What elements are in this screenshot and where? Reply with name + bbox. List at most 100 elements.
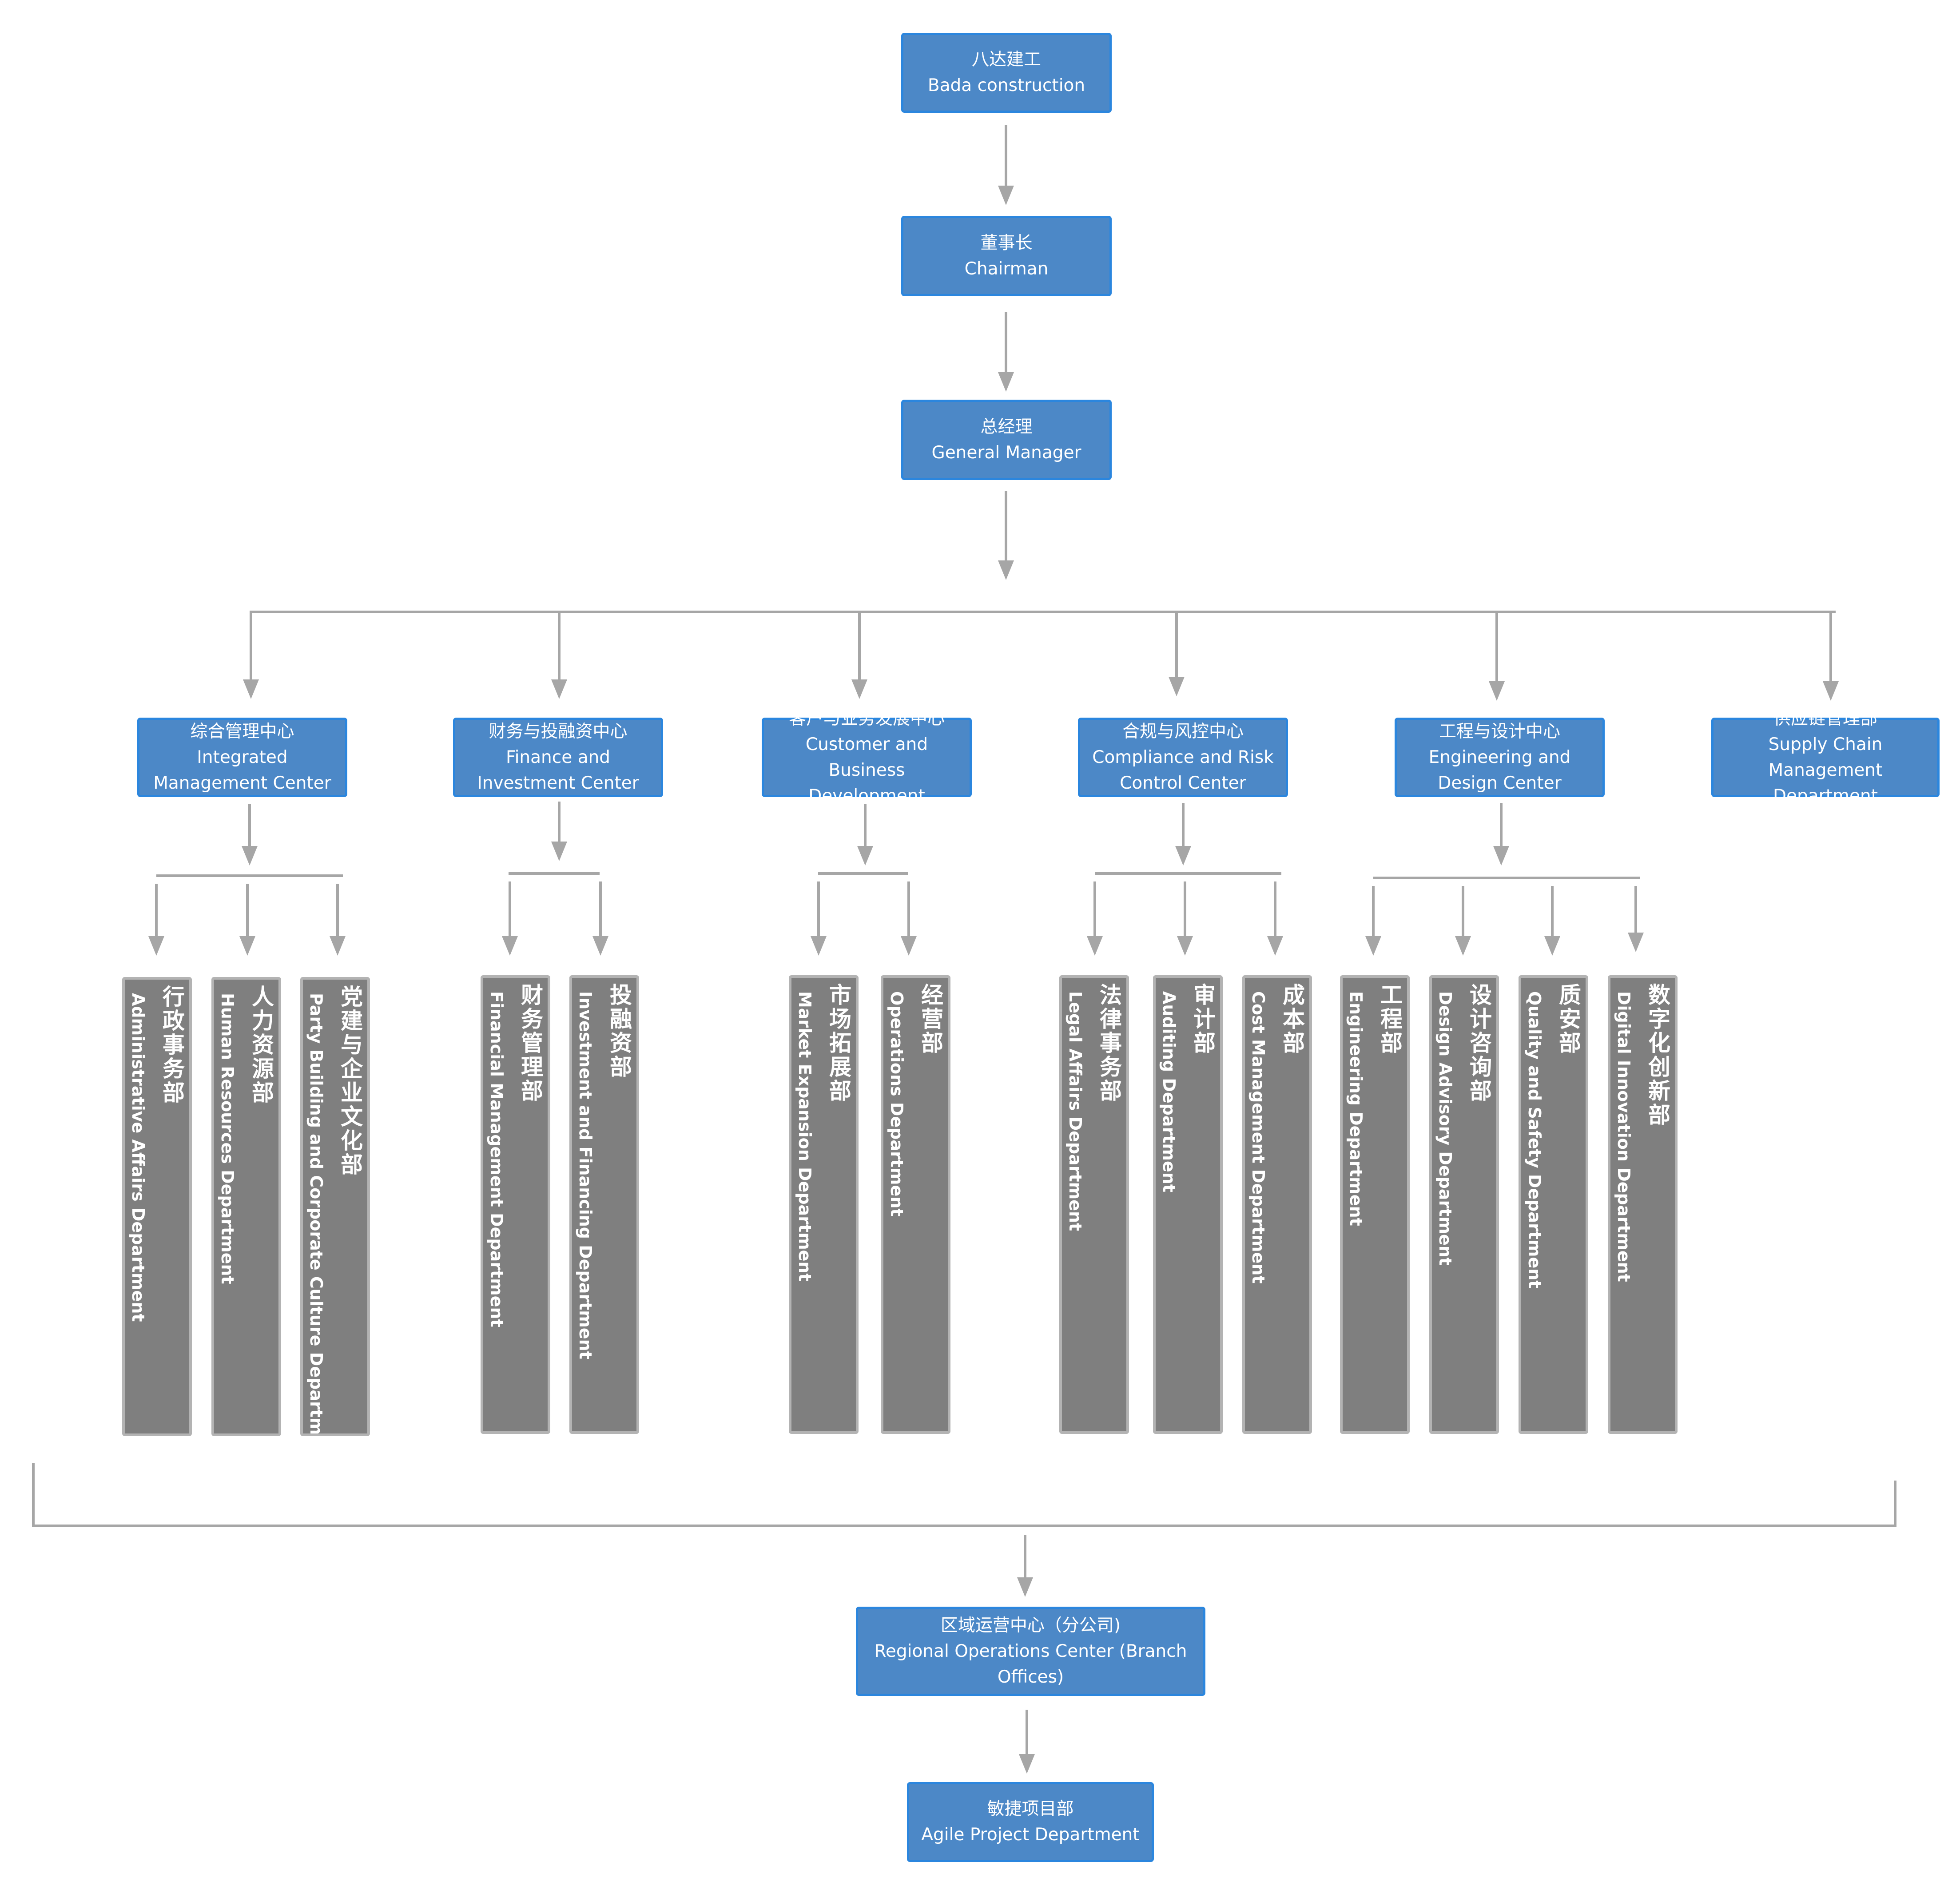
- center-name-en: Investment Center: [477, 773, 639, 793]
- dept-name-en: Digital Innovation Department: [1614, 991, 1634, 1282]
- arrowhead: [243, 679, 259, 699]
- center-name-en: Design Center: [1438, 773, 1562, 793]
- dept-operations: 经营部 Operations Department: [881, 975, 950, 1434]
- dept-name-en: Quality and Safety Department: [1525, 991, 1544, 1289]
- dept-name-en: Cost Management Department: [1248, 991, 1268, 1284]
- dept-name-zh: 投融资部: [606, 983, 632, 1079]
- regional-name-en: Regional Operations Center (Branch: [874, 1641, 1187, 1661]
- dept-name-en: Market Expansion Department: [795, 991, 815, 1282]
- center-name-zh: 工程与设计中心: [1439, 721, 1560, 742]
- dept-name-en: Investment and Financing Department: [576, 991, 595, 1359]
- arrowhead: [502, 936, 518, 956]
- dept-name-en: Party Building and Corporate Culture Dep…: [306, 993, 326, 1436]
- arrowhead: [1017, 1577, 1033, 1597]
- arrowhead: [1544, 936, 1560, 956]
- arrowhead: [811, 936, 827, 956]
- dept-financial-management: 财务管理部 Financial Management Department: [481, 975, 550, 1434]
- arrowhead: [1177, 936, 1193, 956]
- dept-name-zh: 市场拓展部: [826, 983, 851, 1103]
- arrowhead: [998, 560, 1014, 580]
- dept-quality-safety: 质安部 Quality and Safety Department: [1519, 975, 1588, 1434]
- center-name-en: Management Center: [153, 773, 331, 793]
- arrowhead: [1019, 1754, 1035, 1774]
- dept-name-zh: 设计咨询部: [1466, 983, 1492, 1103]
- dept-name-en: Financial Management Department: [487, 991, 506, 1327]
- dept-name-zh: 工程部: [1377, 983, 1403, 1055]
- arrowhead: [851, 679, 867, 699]
- dept-name-en: Design Advisory Department: [1435, 991, 1455, 1266]
- dept-design-advisory: 设计咨询部 Design Advisory Department: [1429, 975, 1499, 1434]
- gm-title-en: General Manager: [931, 442, 1081, 463]
- arrowhead: [1365, 936, 1381, 956]
- arrowhead: [1489, 681, 1505, 701]
- regional-name-en: Offices): [997, 1667, 1064, 1687]
- center-name-en: Customer and: [805, 734, 928, 754]
- center-name-en: Management Department: [1768, 760, 1883, 806]
- center-node-engineering-design: 工程与设计中心 Engineering and Design Center: [1395, 718, 1605, 797]
- dept-investment-financing: 投融资部 Investment and Financing Department: [569, 975, 639, 1434]
- dept-name-en: Auditing Department: [1159, 991, 1179, 1193]
- arrowhead: [1628, 933, 1644, 952]
- dept-party-building-culture: 党建与企业文化部 Party Building and Corporate Cu…: [300, 977, 370, 1436]
- center-name-zh: 合规与风控中心: [1122, 721, 1244, 742]
- center-node-compliance-risk: 合规与风控中心 Compliance and Risk Control Cent…: [1078, 718, 1288, 797]
- agile-name-zh: 敏捷项目部: [987, 1799, 1074, 1819]
- center-node-supply-chain: 供应链管理部 Supply Chain Management Departmen…: [1711, 709, 1940, 806]
- center-name-zh: 供应链管理部: [1773, 708, 1877, 729]
- dept-name-en: Human Resources Department: [218, 993, 237, 1284]
- arrowhead: [592, 936, 608, 956]
- center-node-integrated-management: 综合管理中心 Integrated Management Center: [137, 718, 347, 797]
- arrowhead: [242, 846, 258, 866]
- arrowhead: [239, 936, 255, 956]
- center-name-en: Compliance and Risk: [1092, 747, 1274, 767]
- center-name-zh: 客户与业务发展中心: [788, 708, 945, 729]
- dept-administrative-affairs: 行政事务部 Administrative Affairs Department: [122, 977, 192, 1436]
- arrowhead: [148, 936, 164, 956]
- dept-name-zh: 行政事务部: [159, 985, 185, 1105]
- dept-name-en: Engineering Department: [1346, 991, 1366, 1226]
- chairman-title-zh: 董事长: [980, 233, 1033, 253]
- dept-name-zh: 成本部: [1279, 983, 1305, 1055]
- arrowhead: [1087, 936, 1103, 956]
- chairman-node: 董事长 Chairman: [901, 216, 1112, 296]
- arrowhead: [857, 846, 873, 866]
- arrowhead: [1455, 936, 1471, 956]
- general-manager-node: 总经理 General Manager: [901, 400, 1112, 480]
- regional-operations-node: 区域运营中心（分公司) Regional Operations Center (…: [856, 1607, 1205, 1696]
- dept-human-resources: 人力资源部 Human Resources Department: [211, 977, 281, 1436]
- center-name-en: Control Center: [1120, 773, 1246, 793]
- regional-name-zh: 区域运营中心（分公司): [940, 1615, 1121, 1636]
- dept-name-en: Legal Affairs Department: [1065, 991, 1085, 1231]
- center-name-en: Engineering and: [1428, 747, 1571, 767]
- dept-name-en: Administrative Affairs Department: [128, 993, 148, 1322]
- arrowhead: [1823, 681, 1839, 701]
- chairman-title-en: Chairman: [964, 258, 1049, 279]
- dept-market-expansion: 市场拓展部 Market Expansion Department: [789, 975, 859, 1434]
- arrowhead: [1175, 846, 1191, 866]
- center-name-en: Business Development: [808, 760, 925, 806]
- dept-name-zh: 质安部: [1555, 983, 1581, 1055]
- dept-name-zh: 审计部: [1190, 983, 1216, 1055]
- arrowhead: [998, 186, 1014, 205]
- center-name-en: Integrated: [197, 747, 288, 767]
- arrowhead: [330, 936, 346, 956]
- dept-name-zh: 财务管理部: [517, 983, 543, 1103]
- center-node-customer-business: 客户与业务发展中心 Customer and Business Developm…: [762, 709, 972, 806]
- center-name-en: Finance and: [506, 747, 610, 767]
- center-name-zh: 财务与投融资中心: [489, 721, 628, 742]
- dept-engineering: 工程部 Engineering Department: [1340, 975, 1410, 1434]
- connector-bottom-bracket: [32, 1463, 1896, 1527]
- arrowhead: [551, 679, 567, 699]
- dept-cost-management: 成本部 Cost Management Department: [1242, 975, 1312, 1434]
- dept-name-zh: 法律事务部: [1096, 983, 1122, 1103]
- company-name-en: Bada construction: [927, 75, 1085, 95]
- arrowhead: [551, 842, 567, 861]
- arrowhead: [1493, 846, 1509, 866]
- dept-name-zh: 人力资源部: [248, 985, 274, 1105]
- dept-name-zh: 党建与企业文化部: [337, 985, 363, 1177]
- company-node: 八达建工 Bada construction: [901, 33, 1112, 113]
- dept-name-zh: 经营部: [918, 983, 943, 1055]
- center-node-finance-investment: 财务与投融资中心 Finance and Investment Center: [453, 718, 663, 797]
- agile-name-en: Agile Project Department: [921, 1825, 1140, 1845]
